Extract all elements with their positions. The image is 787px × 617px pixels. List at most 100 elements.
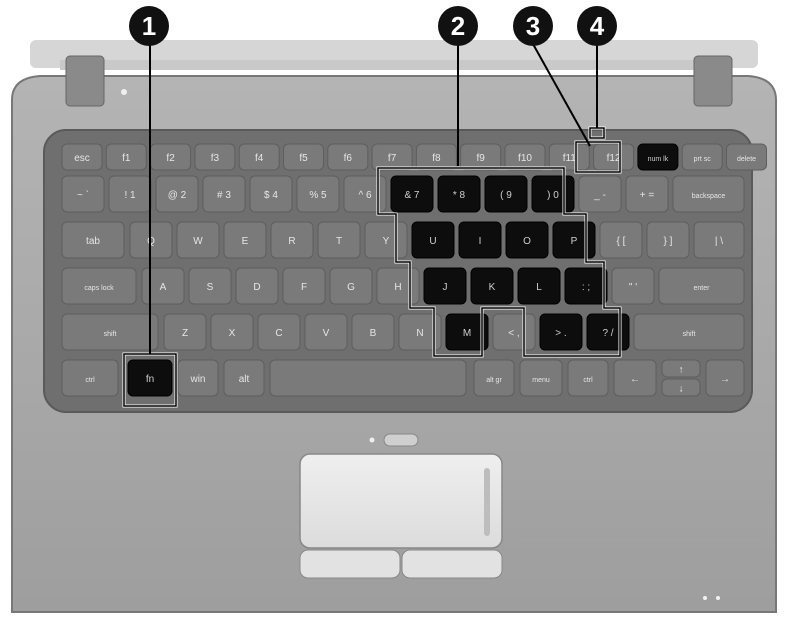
number-key-13-label: backspace (692, 193, 726, 200)
number-key-12-label: + = (640, 190, 655, 201)
number-key-6: ^ 6 (344, 176, 386, 212)
top-row-key-8: I (459, 222, 501, 258)
top-row-key-12: } ] (647, 222, 689, 258)
space-row-key-0-label: ctrl (85, 377, 95, 384)
space-row-key-8: ← (614, 360, 656, 396)
top-row-key-7-label: U (429, 236, 436, 247)
space-row-key-2-label: win (189, 374, 205, 385)
space-row-key-7: ctrl (568, 360, 608, 396)
bottom-row-key-3: C (258, 314, 300, 350)
bottom-row-key-0-label: shift (104, 331, 117, 338)
number-key-5-label: % 5 (309, 190, 327, 201)
function-key-13: num lk (638, 144, 678, 170)
top-row-key-2: W (177, 222, 219, 258)
top-row-key-13: | \ (694, 222, 744, 258)
number-key-3-label: # 3 (217, 190, 231, 201)
bottom-row-key-5-label: B (370, 328, 377, 339)
bottom-row-key-9-label: > . (555, 328, 566, 339)
home-row-key-7: J (424, 268, 466, 304)
function-key-15: delete (727, 144, 767, 170)
function-key-10: f10 (505, 144, 545, 170)
space-row-key-3: alt (224, 360, 264, 396)
number-key-12: + = (626, 176, 668, 212)
function-key-11-label: f11 (563, 153, 577, 164)
top-row-key-12-label: } ] (664, 236, 673, 247)
home-row-key-1-label: A (160, 282, 167, 293)
number-key-1: ! 1 (109, 176, 151, 212)
top-row-key-0: tab (62, 222, 124, 258)
function-key-9-label: f9 (477, 153, 486, 164)
home-row-key-2: S (189, 268, 231, 304)
right-touchpad-button (402, 550, 502, 578)
home-row-key-12: enter (659, 268, 744, 304)
home-row-key-7-label: J (443, 282, 448, 293)
bottom-row-key-7-label: M (463, 328, 471, 339)
top-row-key-13-label: | \ (715, 236, 723, 247)
function-key-2-label: f2 (166, 153, 175, 164)
function-key-4-label: f4 (255, 153, 264, 164)
function-key-12: f12 (594, 144, 634, 170)
number-key-9: ( 9 (485, 176, 527, 212)
home-row-key-11: " ' (612, 268, 654, 304)
home-row-key-4-label: F (301, 282, 307, 293)
number-key-0: ~ ` (62, 176, 104, 212)
space-row-key-9-label: ↑ (679, 365, 684, 376)
function-key-1: f1 (106, 144, 146, 170)
top-row-key-5-label: T (336, 236, 342, 247)
home-row-key-3-label: D (253, 282, 260, 293)
top-row-key-3-label: E (242, 236, 249, 247)
home-row-key-10-label: : ; (582, 282, 590, 293)
left-hinge (66, 56, 104, 106)
function-key-10-label: f10 (518, 153, 532, 164)
home-row-key-3: D (236, 268, 278, 304)
left-touchpad-button (300, 550, 400, 578)
top-row-key-2-label: W (193, 236, 203, 247)
power-light-icon (121, 89, 127, 95)
home-row-key-12-label: enter (694, 285, 711, 292)
bottom-row-key-11-label: shift (683, 331, 696, 338)
number-key-2-label: @ 2 (168, 190, 187, 201)
bottom-row-key-2: X (211, 314, 253, 350)
function-key-7-label: f7 (388, 153, 397, 164)
function-key-1-label: f1 (122, 153, 131, 164)
top-row-key-1-label: Q (147, 236, 155, 247)
function-key-3: f3 (195, 144, 235, 170)
home-row-key-6: H (377, 268, 419, 304)
function-key-6: f6 (328, 144, 368, 170)
number-key-11: _ - (579, 176, 621, 212)
space-row-key-10-label: ↓ (679, 384, 684, 395)
function-key-14: prt sc (682, 144, 722, 170)
space-row-key-2: win (178, 360, 218, 396)
top-row-key-5: T (318, 222, 360, 258)
bottom-row-key-9: > . (540, 314, 582, 350)
touchpad (300, 454, 502, 548)
home-row-key-10: : ; (565, 268, 607, 304)
top-row-key-0-label: tab (86, 236, 100, 247)
right-hinge (694, 56, 732, 106)
touchpad-led (384, 434, 418, 446)
number-key-7: & 7 (391, 176, 433, 212)
number-key-5: % 5 (297, 176, 339, 212)
top-row-key-6-label: Y (383, 236, 390, 247)
top-row-key-6: Y (365, 222, 407, 258)
home-row-key-0: caps lock (62, 268, 136, 304)
function-key-2: f2 (151, 144, 191, 170)
number-key-6-label: ^ 6 (358, 190, 371, 201)
bottom-row-key-8-label: < , (508, 328, 519, 339)
function-key-13-label: num lk (648, 156, 669, 163)
top-row-key-4-label: R (288, 236, 295, 247)
number-key-9-label: ( 9 (500, 190, 512, 201)
number-key-3: # 3 (203, 176, 245, 212)
space-row-key-0: ctrl (62, 360, 118, 396)
function-key-9: f9 (461, 144, 501, 170)
bottom-row-key-4-label: V (323, 328, 330, 339)
bottom-row-key-10-label: ? / (602, 328, 613, 339)
function-key-14-label: prt sc (694, 156, 712, 163)
function-key-8: f8 (416, 144, 456, 170)
top-row-key-10: P (553, 222, 595, 258)
home-row-key-2-label: S (207, 282, 214, 293)
bottom-row-key-4: V (305, 314, 347, 350)
home-row-key-5-label: G (347, 282, 355, 293)
top-row-key-11: { [ (600, 222, 642, 258)
